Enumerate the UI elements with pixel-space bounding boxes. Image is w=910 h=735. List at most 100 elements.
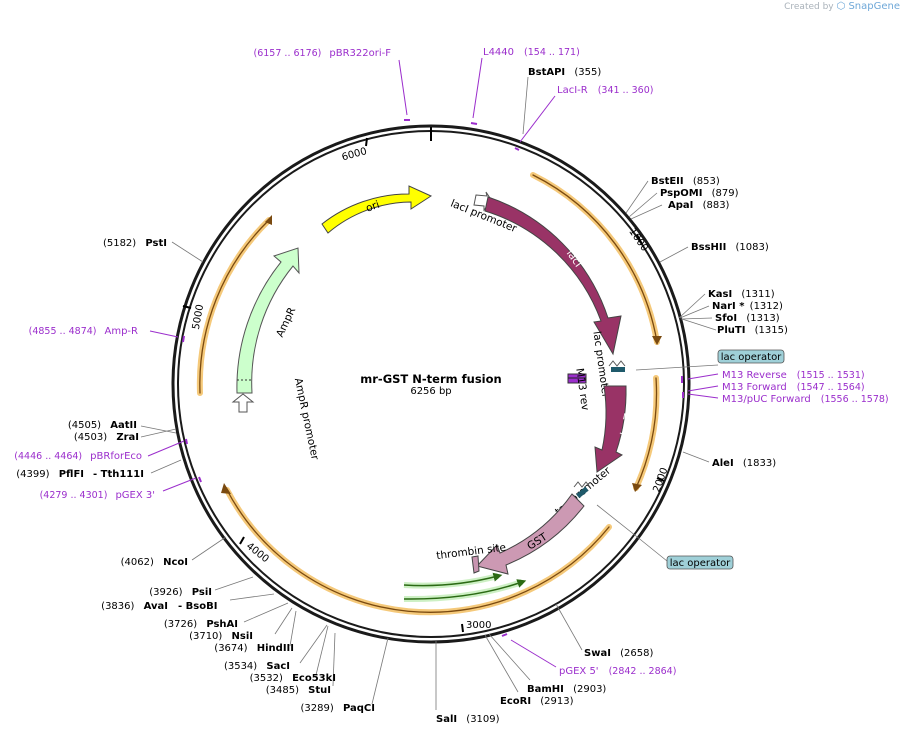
orf-arc-gst-core: [226, 489, 610, 613]
ori-label: ori: [364, 199, 381, 215]
leader-eco53ki: [315, 625, 329, 676]
primer-m13-reverse[interactable]: M13 Reverse(1515 .. 1531): [722, 370, 865, 381]
primer-mark-pbrforeco: [185, 438, 188, 445]
thrombin-site-marker[interactable]: [471, 555, 480, 574]
leader-bsshii: [659, 246, 689, 263]
leader-bstapi: [522, 76, 529, 135]
lac-operator-callout-1[interactable]: [717, 349, 785, 364]
leader-alei: [682, 451, 710, 463]
site-kasi[interactable]: KasI (1311): [708, 289, 775, 300]
site-pflfi[interactable]: (4399) PflFI: [16, 469, 84, 480]
leader-psti: [171, 241, 204, 263]
plasmid-name: mr-GST N-term fusion: [360, 372, 501, 386]
primer-mark-ampr: [182, 335, 185, 343]
primer-pbrforeco[interactable]: (4446 .. 4464)pBRforEco: [14, 451, 142, 462]
leader-hindiii: [289, 610, 297, 647]
site-ecori[interactable]: EcoRI (2913): [500, 696, 574, 707]
tick-1000: [636, 234, 643, 245]
tick-5000: [182, 305, 192, 309]
site-bsshii[interactable]: BssHII (1083): [691, 242, 769, 253]
site-pshai[interactable]: (3726) PshAI: [164, 619, 238, 630]
orf-head-ampr: [265, 215, 272, 225]
orf-arrowheads: [221, 215, 662, 494]
site-nsii[interactable]: (3710) NsiI: [189, 631, 253, 642]
primer-m13-forward[interactable]: M13 Forward(1547 .. 1564): [722, 382, 865, 393]
site-aatii[interactable]: (4505) AatII: [68, 420, 137, 431]
site-pspomi[interactable]: PspOMI (879): [660, 188, 739, 199]
credit-prefix: Created by: [784, 2, 834, 12]
orf-arcs: [196, 172, 660, 616]
orf-arc-ampr-core: [199, 219, 270, 394]
tick-4000: [239, 536, 245, 545]
site-bsteii[interactable]: BstEII (853): [651, 176, 720, 187]
site-bstapi[interactable]: BstAPI (355): [528, 67, 601, 78]
laczalpha-arrow[interactable]: [594, 385, 627, 473]
primer-pgex3[interactable]: (4279 .. 4301)pGEX 3': [40, 490, 155, 501]
orf-head-lacz: [632, 483, 642, 492]
site-nari[interactable]: NarI * (1312): [712, 301, 783, 312]
site-swai[interactable]: SwaI (2658): [584, 648, 653, 659]
lac-operator-callout-2[interactable]: [666, 555, 734, 570]
leader-m13-forward: [687, 385, 719, 392]
leader-pflfi: [150, 459, 182, 474]
site-psti[interactable]: (5182) PstI: [103, 238, 167, 249]
site-sfoi[interactable]: SfoI (1313): [715, 313, 780, 324]
lac-operator-box-2[interactable]: [576, 486, 589, 499]
primer-mark-pgex3: [198, 476, 202, 483]
primer-laci-r[interactable]: LacI-R(341 .. 360): [557, 85, 653, 96]
plasmid-size: 6256 bp: [410, 386, 451, 397]
site-sali[interactable]: SalI (3109): [436, 714, 500, 725]
lac-operator-glyph-1: [608, 360, 626, 367]
leader-paqci: [371, 637, 389, 705]
orf-arc-lacz-core: [635, 377, 658, 489]
site-zrai[interactable]: (4503) ZraI: [74, 432, 139, 443]
primer-pgex5[interactable]: pGEX 5'(2842 .. 2864): [559, 666, 676, 677]
site-psii[interactable]: (3926) PsiI: [149, 587, 212, 598]
leader-apai: [630, 204, 663, 220]
primer-mark-pgex5: [501, 633, 508, 637]
site-paqci[interactable]: (3289) PaqCI: [301, 703, 375, 714]
leader-m13-reverse: [687, 373, 719, 380]
ampr-arrow[interactable]: [236, 247, 300, 394]
ori-arrow[interactable]: [321, 185, 433, 234]
site-avai[interactable]: (3836) AvaI: [101, 601, 168, 612]
orf-head-laci: [652, 336, 662, 345]
leader-pbr322ori-f: [398, 59, 408, 116]
ampr-promoter-arrow[interactable]: [231, 393, 255, 413]
leader-nari: [679, 305, 710, 319]
tick-3000: [461, 623, 464, 633]
site-alei[interactable]: AleI (1833): [712, 458, 776, 469]
thrombin-strand-2-core: [403, 579, 527, 600]
primer-l4440[interactable]: L4440(154 .. 171): [483, 47, 580, 58]
leader-ampr: [149, 330, 179, 338]
primer-amp-r[interactable]: (4855 .. 4874)Amp-R: [29, 326, 138, 337]
gst-arrow[interactable]: [476, 493, 585, 575]
leader-swai: [555, 603, 583, 651]
leader-ncoi: [191, 536, 227, 561]
operator-leader-1: [635, 364, 719, 371]
site-stui[interactable]: (3485) StuI: [266, 685, 331, 696]
primer-pbr322ori-f[interactable]: (6157 .. 6176)pBR322ori-F: [254, 48, 392, 59]
site-saci[interactable]: (3534) SacI: [224, 661, 290, 672]
primer-m13puc-forward[interactable]: M13/pUC Forward(1556 .. 1578): [722, 394, 889, 405]
leader-sfoi: [680, 317, 713, 320]
lac-operator-box-1[interactable]: [611, 367, 625, 372]
site-hindiii[interactable]: (3674) HindIII: [214, 643, 294, 654]
lac-operator-callout-1-label: lac operator: [721, 352, 782, 363]
site-bsobi[interactable]: - BsoBI: [178, 601, 217, 612]
site-ncoi[interactable]: (4062) NcoI: [121, 557, 188, 568]
tick-2000: [656, 477, 665, 482]
laci-arrow[interactable]: [484, 196, 622, 356]
tick-label-3000: 3000: [466, 620, 491, 631]
position-ticks: [182, 137, 665, 633]
backbone-outer: [171, 124, 691, 644]
site-bamhi[interactable]: BamHI (2903): [527, 684, 606, 695]
leader-bsteii: [625, 180, 649, 214]
site-tth111i[interactable]: - Tth111I: [93, 469, 144, 480]
leader-nsii: [274, 607, 293, 635]
site-pluti[interactable]: PluTI (1315): [717, 325, 788, 336]
site-apai[interactable]: ApaI (883): [668, 200, 730, 211]
site-eco53ki[interactable]: (3532) Eco53kI: [250, 673, 336, 684]
primer-mark-l4440: [470, 122, 478, 125]
